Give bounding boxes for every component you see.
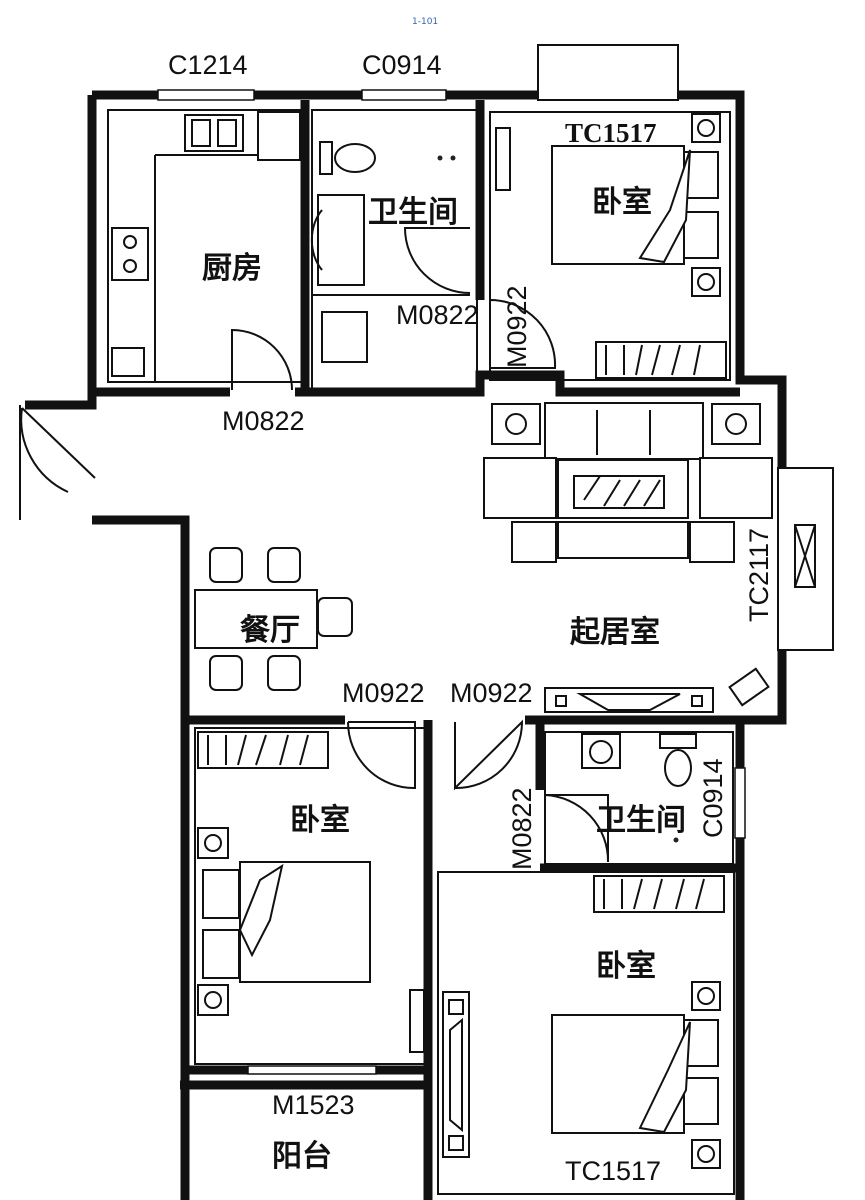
room-kitchen: 厨房 — [202, 251, 262, 286]
doors — [20, 227, 610, 863]
balcony-door-frame — [247, 1065, 377, 1075]
armchair-right-icon — [699, 457, 773, 519]
kitchen-door-code: M0822 — [222, 406, 305, 436]
living-fixtures — [483, 402, 773, 713]
toilet-right-icon — [664, 749, 692, 787]
bedroom-left-closet — [197, 731, 329, 769]
armchair-left-icon — [483, 457, 557, 519]
dining-fixtures — [194, 547, 353, 691]
bath-top-window-frame — [361, 89, 447, 101]
bedroom-left-door-swing — [347, 721, 416, 790]
bath-top-door-code: M0822 — [396, 300, 479, 330]
wardrobe-icon — [495, 127, 511, 191]
room-dining: 餐厅 — [240, 613, 300, 648]
bedroom-right-door-code: M0922 — [450, 678, 533, 708]
tv-cabinet-icon — [544, 687, 714, 713]
kitchen-cabinet-icon — [111, 347, 145, 377]
bath-top-fixtures — [310, 109, 478, 391]
kitchen-window-frame — [157, 89, 255, 101]
plan-tag: 1-101 — [412, 17, 438, 27]
bedroom-right-window-code: TC1517 — [565, 1156, 661, 1186]
bath-top-door-swing — [403, 227, 471, 294]
kitchen-fixtures — [107, 109, 303, 383]
bedroom-left-fixtures — [194, 727, 426, 1065]
sofa-icon — [544, 402, 704, 460]
bedroom-right-door-swing — [454, 719, 524, 791]
bath-right-window-frame — [734, 767, 746, 839]
tv-stand-right-icon — [442, 991, 470, 1158]
room-bedroom-right: 卧室 — [596, 949, 656, 984]
bedroom-top-door-swing — [489, 298, 557, 369]
dining-table-icon — [194, 589, 318, 649]
balcony-area — [181, 1088, 427, 1200]
bedroom-top-closet — [595, 341, 727, 379]
bath-right-fixtures — [544, 731, 734, 865]
washbasin-icon — [317, 194, 365, 286]
room-bathroom-right: 卫生间 — [596, 803, 686, 838]
entrance-door-swing — [20, 407, 96, 493]
kitchen-door-swing — [231, 328, 293, 391]
room-bedroom-top: 卧室 — [592, 185, 652, 220]
fridge-icon — [257, 111, 301, 161]
kitchen-window-code: C1214 — [168, 50, 248, 80]
bedroom-top-window-frame — [537, 44, 679, 101]
toilet-icon — [334, 143, 376, 173]
bath-right-door-code: M0822 — [507, 787, 537, 870]
room-bedroom-left: 卧室 — [290, 803, 350, 838]
bath-top-window-code: C0914 — [362, 50, 442, 80]
shower-icon — [321, 311, 368, 363]
balcony-door-code: M1523 — [272, 1090, 355, 1120]
bath-right-door-swing — [544, 794, 610, 863]
bedroom-top-fixtures — [489, 111, 731, 381]
bath-right-window-code: C0914 — [698, 758, 728, 838]
bedroom-right-fixtures — [437, 871, 735, 1195]
room-balcony: 阳台 — [272, 1139, 332, 1174]
bedroom-top-window-code: TC1517 — [565, 118, 657, 148]
windows — [157, 44, 834, 1075]
bedroom-left-door-code: M0922 — [342, 678, 425, 708]
living-window-code: TC2117 — [744, 528, 774, 622]
bedroom-top-door-code: M0922 — [502, 285, 532, 368]
room-bathroom-top: 卫生间 — [368, 195, 458, 230]
room-living: 起居室 — [570, 615, 660, 650]
